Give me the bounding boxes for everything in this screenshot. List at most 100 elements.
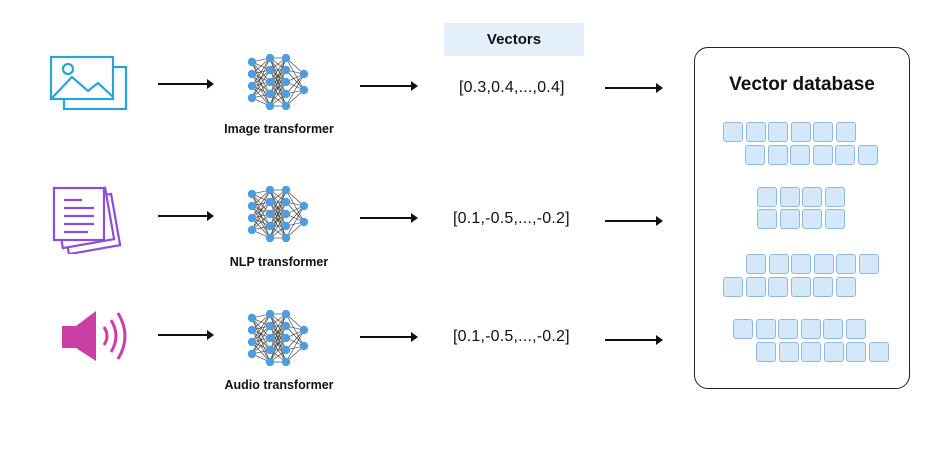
- nlp-transformer-label: NLP transformer: [229, 255, 329, 269]
- network-node: [265, 209, 275, 219]
- vector-cell: [767, 145, 788, 165]
- network-edge: [269, 313, 287, 351]
- network-edge: [251, 313, 271, 343]
- network-node: [265, 101, 275, 110]
- network-node: [281, 321, 291, 331]
- network-node: [299, 325, 309, 335]
- network-edge: [269, 189, 287, 227]
- network-node: [299, 85, 309, 95]
- vectors-header: Vectors: [444, 23, 584, 56]
- vector-cell: [824, 209, 845, 229]
- image-icon: [49, 55, 128, 111]
- network-node: [265, 333, 275, 343]
- network-node: [281, 54, 291, 63]
- network-edge: [269, 201, 287, 239]
- vector-cell: [858, 254, 879, 274]
- arrow-icon: [158, 79, 214, 89]
- network-node: [281, 209, 291, 219]
- audio-vector-value: [0.1,-0.5,...,-0.2]: [453, 328, 570, 345]
- network-edge: [269, 189, 287, 239]
- network-node: [281, 197, 291, 207]
- network-edge: [285, 313, 305, 347]
- vector-cell: [757, 209, 777, 229]
- speaker-icon: [62, 311, 127, 361]
- network-edge: [285, 69, 305, 91]
- network-edge: [269, 313, 287, 363]
- vector-cell: [800, 319, 821, 339]
- vector-cell: [823, 342, 844, 362]
- network-edge: [269, 81, 287, 107]
- network-edge: [269, 69, 287, 107]
- network-edge: [269, 337, 287, 363]
- vector-cell: [823, 319, 843, 339]
- arrow-icon: [158, 211, 214, 221]
- network-edge: [269, 213, 287, 239]
- arrow-icon: [360, 213, 418, 223]
- vector-cell: [723, 277, 743, 297]
- network-edge: [251, 325, 271, 355]
- vector-cell: [779, 209, 800, 229]
- vector-cell: [757, 187, 777, 207]
- network-edge: [285, 205, 305, 227]
- vector-cell: [790, 122, 811, 142]
- network-node: [265, 310, 275, 319]
- nlp-vector-value: [0.1,-0.5,...,-0.2]: [453, 210, 570, 227]
- vector-cell: [746, 254, 766, 274]
- network-edge: [285, 189, 305, 223]
- vector-cell: [791, 254, 811, 274]
- network-node: [265, 197, 275, 207]
- vector-cell: [745, 277, 766, 297]
- network-edge: [285, 73, 305, 107]
- vector-cell: [868, 342, 889, 362]
- vector-cell: [824, 187, 845, 207]
- network-node: [247, 201, 257, 211]
- vector-cell: [745, 122, 766, 142]
- network-node: [281, 333, 291, 343]
- network-node: [265, 345, 275, 355]
- network-node: [265, 89, 275, 99]
- vector-cell: [778, 319, 798, 339]
- network-node: [265, 54, 275, 63]
- document-icon: [52, 186, 122, 254]
- network-node: [281, 89, 291, 99]
- audio-transformer-label: Audio transformer: [224, 378, 334, 392]
- vector-cell: [768, 122, 788, 142]
- image-vector-value: [0.3,0.4,...,0.4]: [459, 79, 565, 96]
- vector-cell: [745, 145, 765, 165]
- vector-cell: [756, 342, 776, 362]
- vector-cell: [723, 122, 743, 142]
- vector-cell: [835, 122, 856, 142]
- network-node: [299, 201, 309, 211]
- vector-cell: [845, 319, 866, 339]
- network-node: [247, 93, 257, 103]
- network-edge: [269, 325, 287, 363]
- network-edge: [251, 57, 271, 87]
- vector-cell: [813, 254, 834, 274]
- network-node: [247, 337, 257, 347]
- network-edge: [285, 201, 305, 223]
- network-node: [281, 186, 291, 195]
- network-node: [299, 217, 309, 227]
- network-node: [247, 69, 257, 79]
- image-transformer-label: Image transformer: [224, 122, 334, 136]
- arrow-icon: [158, 330, 214, 340]
- neural-network-icon: [247, 54, 309, 110]
- vector-cell: [790, 277, 811, 297]
- network-node: [265, 65, 275, 75]
- network-node: [281, 65, 291, 75]
- network-node: [247, 349, 257, 359]
- network-node: [265, 186, 275, 195]
- network-edge: [251, 201, 271, 231]
- network-node: [281, 357, 291, 366]
- network-node: [281, 345, 291, 355]
- network-node: [247, 325, 257, 335]
- vector-cell: [802, 187, 822, 207]
- network-edge: [251, 57, 271, 99]
- network-edge: [269, 57, 287, 95]
- network-node: [247, 57, 257, 67]
- network-node: [265, 233, 275, 242]
- vector-cell: [813, 277, 833, 297]
- network-node: [281, 233, 291, 242]
- network-node: [247, 225, 257, 235]
- neural-network-icon: [247, 310, 309, 366]
